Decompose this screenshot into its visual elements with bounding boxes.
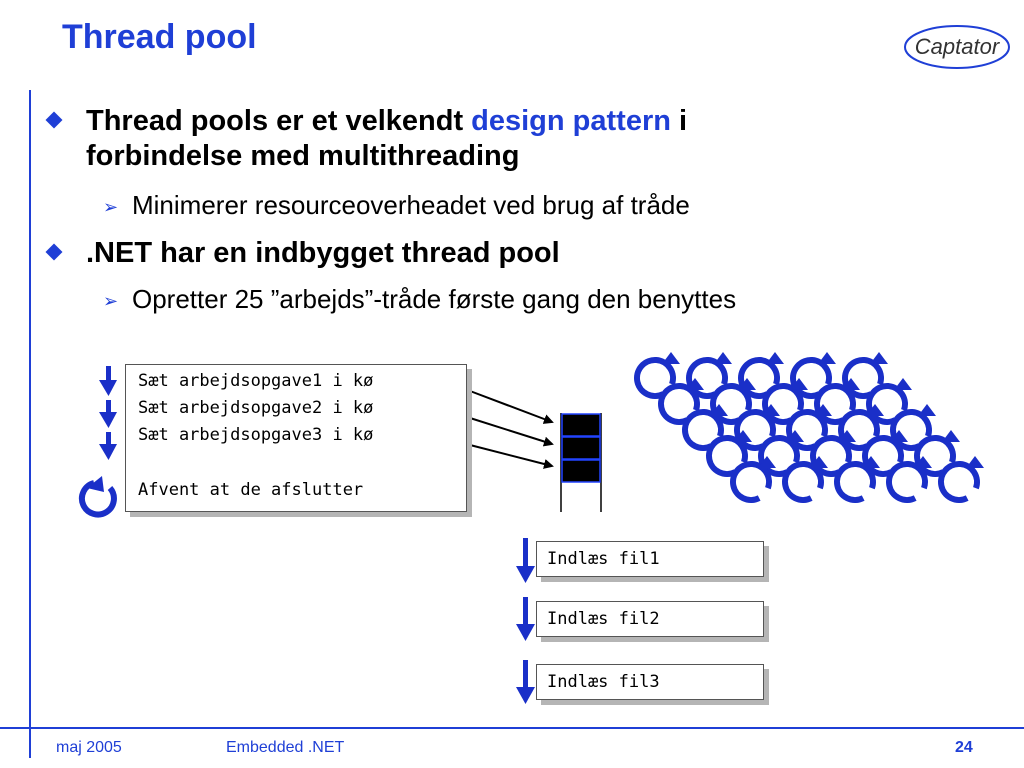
wait-cycle-icon (78, 476, 117, 518)
bullet-1-line-1: Thread pools er et velkendt design patte… (86, 105, 688, 137)
worker-thread-icon (842, 352, 888, 399)
worker-thread-icon (886, 456, 932, 503)
worker-thread-icon (634, 352, 680, 399)
slide-title: Thread pool (62, 18, 257, 56)
worker-thread-icon (730, 456, 776, 503)
code-line-4: Afvent at de afslutter (138, 480, 364, 500)
worker-thread-icon (762, 378, 808, 425)
work-queue (560, 413, 602, 512)
worker-thread-icon (706, 430, 752, 477)
down-arrow-icon (516, 660, 535, 704)
file-task-label: Indlæs fil3 (547, 672, 660, 692)
worker-thread-icon (786, 404, 832, 451)
down-arrow-icon (99, 400, 117, 428)
main-thread-code: Sæt arbejdsopgave1 i kø Sæt arbejdsopgav… (125, 364, 467, 512)
enqueue-arrow-1 (469, 390, 554, 424)
worker-thread-icon (938, 456, 984, 503)
worker-thread-icon (782, 456, 828, 503)
worker-thread-icon (758, 430, 804, 477)
worker-thread-icon (738, 352, 784, 399)
queue-slot (561, 413, 601, 437)
worker-thread-icon (658, 378, 704, 425)
sub-bullet-1-text: Minimerer resourceoverheadet ved brug af… (132, 190, 690, 220)
chevron-right-icon: ➢ (103, 197, 119, 217)
down-arrow-icon (99, 432, 117, 460)
file-task-label: Indlæs fil1 (547, 549, 660, 569)
footer-rule (0, 727, 1024, 729)
worker-thread-icon (790, 352, 836, 399)
worker-thread-icon (682, 404, 728, 451)
file-task-label: Indlæs fil2 (547, 609, 660, 629)
file-task-1: Indlæs fil1 (536, 541, 764, 577)
left-rule (29, 90, 31, 758)
down-arrow-icon (516, 538, 535, 583)
worker-thread-icon (834, 456, 880, 503)
worker-thread-icon (734, 404, 780, 451)
captator-logo: Captator (904, 25, 1010, 69)
down-arrow-icon (99, 366, 117, 396)
logo-text: Captator (915, 34, 1001, 59)
worker-thread-icon (838, 404, 884, 451)
code-line-1: Sæt arbejdsopgave1 i kø (138, 371, 374, 391)
file-task-2: Indlæs fil2 (536, 601, 764, 637)
chevron-right-icon: ➢ (103, 291, 119, 311)
queue-slot (561, 436, 601, 460)
footer-date: maj 2005 (56, 739, 122, 756)
enqueue-arrow-2 (469, 417, 554, 447)
worker-thread-icon (710, 378, 756, 425)
worker-thread-icon (686, 352, 732, 399)
sub-bullet-2-text: Opretter 25 ”arbejds”-tråde første gang … (132, 284, 737, 314)
queue-slot (561, 459, 601, 483)
file-task-3: Indlæs fil3 (536, 664, 764, 700)
worker-thread-icon (914, 430, 960, 477)
worker-thread-icon (810, 430, 856, 477)
bullet-2-text: .NET har en indbygget thread pool (86, 237, 560, 269)
enqueue-arrow-3 (469, 444, 554, 469)
design-pattern-term: design pattern (471, 105, 671, 137)
code-line-2: Sæt arbejdsopgave2 i kø (138, 398, 374, 418)
bullet-1-line-2: forbindelse med multithreading (86, 140, 520, 172)
worker-thread-pool (634, 352, 984, 503)
worker-thread-icon (866, 378, 912, 425)
code-line-3: Sæt arbejdsopgave3 i kø (138, 425, 374, 445)
worker-thread-icon (890, 404, 936, 451)
worker-thread-icon (862, 430, 908, 477)
down-arrow-icon (516, 597, 535, 641)
worker-thread-icon (814, 378, 860, 425)
page-number: 24 (955, 739, 973, 756)
footer-title: Embedded .NET (226, 739, 345, 756)
